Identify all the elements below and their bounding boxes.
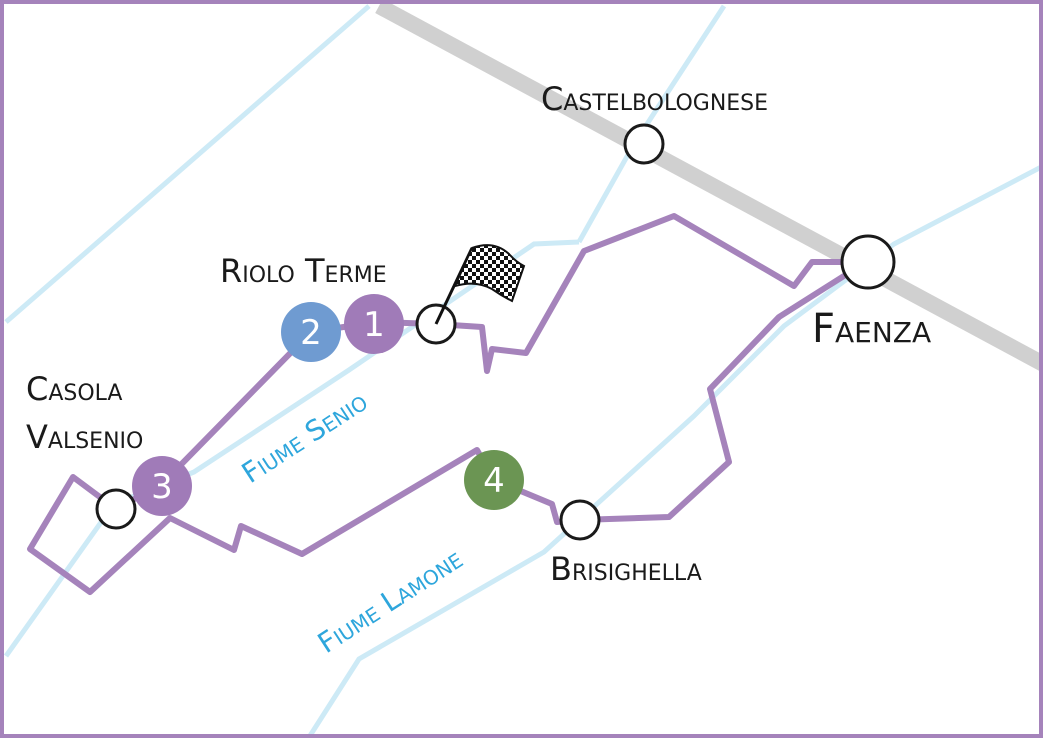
marker-2[interactable]: 2	[281, 302, 341, 362]
route-line	[27, 213, 869, 595]
marker-4[interactable]: 4	[464, 450, 524, 510]
river-lamone	[308, 165, 1039, 734]
label-valsenio: Valsenio	[26, 418, 143, 456]
checkered-flag-icon	[434, 244, 526, 325]
marker-2-label: 2	[300, 313, 322, 353]
marker-4-label: 4	[483, 461, 505, 501]
town-dot-faenza[interactable]	[840, 234, 896, 290]
label-castelbolognese: Castelbolognese	[541, 80, 768, 118]
label-brisighella: Brisighella	[550, 550, 702, 588]
railway-line	[375, 4, 1039, 371]
town-dot-casola-valsenio[interactable]	[95, 488, 137, 530]
label-riolo-terme: Riolo Terme	[220, 252, 387, 290]
river-upper-left	[4, 4, 371, 324]
river-network	[4, 4, 1039, 734]
marker-3[interactable]: 3	[132, 456, 192, 516]
label-faenza: Faenza	[812, 306, 931, 352]
marker-1-label: 1	[363, 305, 385, 345]
label-casola: Casola	[26, 370, 123, 408]
river-senio	[4, 239, 580, 658]
map-canvas: 2 1 3 4 Castelbolognese Riolo Terme Caso…	[4, 4, 1039, 734]
town-dot-castelbolognese[interactable]	[623, 123, 665, 165]
marker-3-label: 3	[151, 467, 173, 507]
marker-1[interactable]: 1	[344, 294, 404, 354]
town-dot-brisighella[interactable]	[559, 499, 601, 541]
